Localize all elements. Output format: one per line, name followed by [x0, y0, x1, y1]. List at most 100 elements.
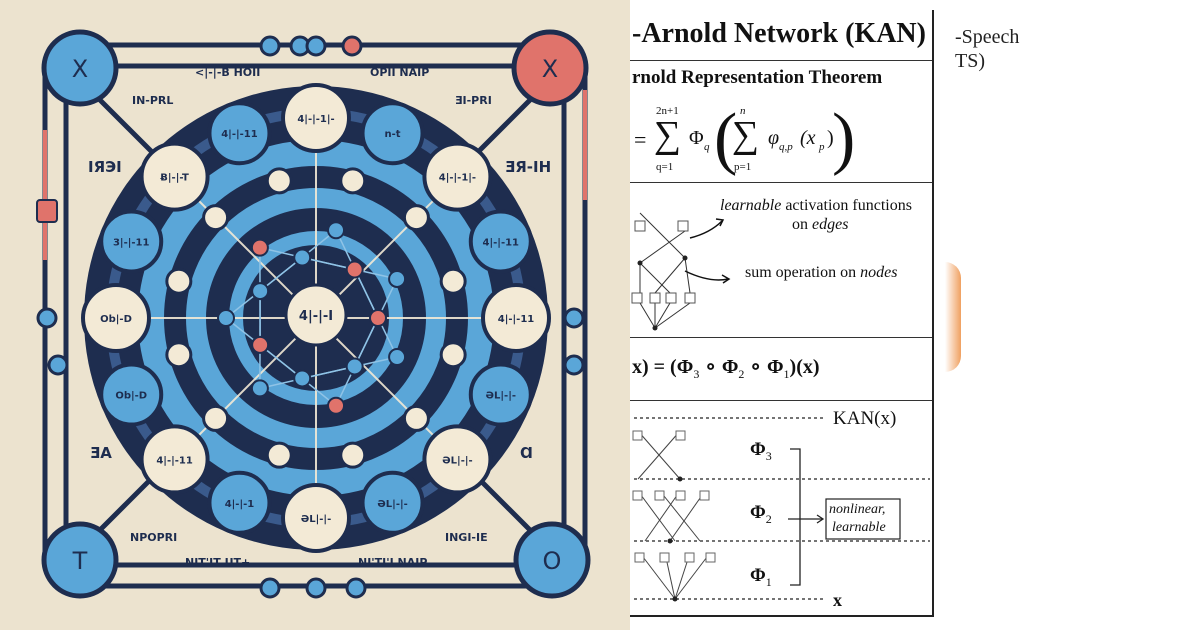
- inner-small-nodes: [217, 221, 407, 415]
- composition-mid2: ∘ Φ: [744, 356, 784, 378]
- composition-end: )(x): [789, 356, 820, 378]
- label-input-left: IN-PRL: [132, 94, 173, 107]
- phi1-sub: 1: [765, 574, 772, 589]
- label-input-right: ƎI-PRI: [455, 94, 492, 107]
- inner-node: [345, 357, 364, 376]
- nonlinear-box: [825, 498, 901, 540]
- glyph-left: IЯЭI: [88, 158, 122, 176]
- middle-node: [265, 441, 293, 469]
- corner-label-top-left: X: [72, 55, 88, 83]
- banner-bottom-right: NI'TI'I NAIP: [358, 556, 427, 569]
- inner-phi-sub: q,p: [779, 141, 793, 153]
- phi1-label: Φ1: [750, 565, 772, 590]
- annotation-italic-nodes: nodes: [860, 264, 898, 281]
- outer-node-label: 4|-|-11: [156, 455, 193, 466]
- network-nodes: 4|-|-1|-n-t4|-|-1|-4|-|-114|-|-11ƏL|-|-Ə…: [81, 83, 551, 553]
- box-line-1: nonlinear,: [829, 502, 886, 517]
- frame-bulbs: [36, 35, 585, 599]
- outer-node-label: ƏL|-|-: [377, 499, 407, 510]
- outer-node: [207, 101, 272, 166]
- middle-node: [339, 167, 367, 195]
- corner-node-top-left: [41, 29, 119, 107]
- corner-node-bottom-right: [513, 521, 591, 599]
- inner-node: [293, 369, 312, 388]
- annotation-nodes: sum operation on nodes: [745, 264, 897, 282]
- formula-equals: =: [634, 127, 647, 152]
- outer-node: [139, 424, 210, 495]
- annotation-edges-prefix: on: [792, 216, 812, 233]
- outer-node-label: 4|-|-1|-: [297, 114, 334, 125]
- outer-node-label: n-t: [385, 129, 401, 140]
- middle-node: [439, 341, 467, 369]
- outer-node: [422, 424, 493, 495]
- banner-bottom-left: NIT'IT UT+: [185, 556, 250, 569]
- corner-label-bottom-left: T: [72, 547, 88, 575]
- outer-node-label: 4|-|-1|-: [439, 173, 476, 184]
- phi3-sym: Φ: [750, 439, 766, 460]
- inner-node: [250, 379, 269, 398]
- outer-node-label: 4|-|-11: [221, 129, 258, 140]
- outer-node: [281, 83, 351, 153]
- outer-sum-sign: ∑: [654, 114, 682, 156]
- phi2-label: Φ2: [750, 502, 772, 527]
- outer-node: [360, 470, 425, 535]
- banner-top-left: <|-|-B HOII: [195, 66, 260, 79]
- center-node-label: 4|-|-I: [299, 309, 333, 324]
- phi1-sym: Φ: [750, 565, 766, 586]
- outer-sum-top: 2n+1: [656, 105, 679, 117]
- annotation-nodes-prefix: sum operation on: [745, 264, 861, 281]
- inner-node: [327, 221, 346, 240]
- composition-start: x) = (Φ: [632, 356, 694, 378]
- middle-node: [165, 267, 193, 295]
- layers-section: KAN(x) Φ3 Φ2 Φ1 x nonlinear, learnable: [630, 400, 932, 615]
- outer-node: [139, 141, 210, 212]
- label-bottom-right: INGI-IE: [445, 531, 488, 544]
- kan-paper-figure: -Arnold Network (KAN) rnold Representati…: [630, 0, 1200, 630]
- paper-panel: -Arnold Network (KAN) rnold Representati…: [630, 10, 934, 617]
- kart-formula: = 2n+1 ∑ q=1 Φ q ( n ∑ p=1 φ q,p (x p ) …: [634, 100, 930, 181]
- middle-node: [402, 404, 430, 432]
- inner-sum-bottom: p=1: [734, 161, 752, 173]
- corner-nodes: X X T O: [41, 29, 591, 599]
- orange-accent-shape: [945, 262, 961, 372]
- inner-node: [327, 396, 346, 415]
- outer-node-label: 3|-|-11: [113, 237, 150, 248]
- side-text-line1: -Speech: [955, 26, 1020, 48]
- middle-node: [165, 341, 193, 369]
- annotation-activation: learnable activation functions: [720, 197, 912, 215]
- outer-node-label: 4|-|-1: [225, 499, 255, 510]
- outer-node-label: ƏL|-|-: [442, 455, 472, 466]
- corner-node-bottom-left: [41, 521, 119, 599]
- inner-node: [388, 269, 407, 288]
- outer-phi-sub: q: [704, 141, 710, 153]
- middle-node: [439, 267, 467, 295]
- theorem-section: rnold Representation Theorem = 2n+1 ∑ q=…: [630, 60, 932, 181]
- inner-node: [250, 238, 269, 257]
- box-line-2: learnable: [832, 520, 886, 535]
- corner-label-top-right: X: [542, 55, 558, 83]
- outer-node-label: ƏL|-|-: [486, 391, 516, 402]
- corner-node-top-right: [511, 29, 589, 107]
- annotation-activation-rest: activation functions: [781, 197, 912, 214]
- inner-close: ): [827, 127, 834, 149]
- outer-node-label: 4|-|-11: [483, 237, 520, 248]
- middle-node: [202, 204, 230, 232]
- composition-sub3: 3: [693, 367, 700, 381]
- middle-node: [402, 204, 430, 232]
- small-network-diagram: [631, 212, 731, 331]
- outer-node: [360, 101, 425, 166]
- phi3-sub: 3: [765, 448, 772, 463]
- banner-top-right: OPII NAIP: [370, 66, 429, 79]
- middle-node: [265, 167, 293, 195]
- glyph-right: ƎЯ-IH: [505, 158, 551, 176]
- inner-node: [345, 260, 364, 279]
- composition-section: x) = (Φ3 ∘ Φ2 ∘ Φ1)(x): [630, 337, 932, 400]
- outer-node: [207, 470, 272, 535]
- network-diagram-art: 4|-|-1|-n-t4|-|-1|-4|-|-114|-|-11ƏL|-|-Ə…: [36, 29, 591, 599]
- side-text-line2: TS): [955, 50, 985, 72]
- outer-node: [81, 283, 151, 353]
- inner-node: [369, 309, 387, 327]
- label-bottom-left: NPOPRI: [130, 531, 177, 544]
- outer-node: [481, 283, 551, 353]
